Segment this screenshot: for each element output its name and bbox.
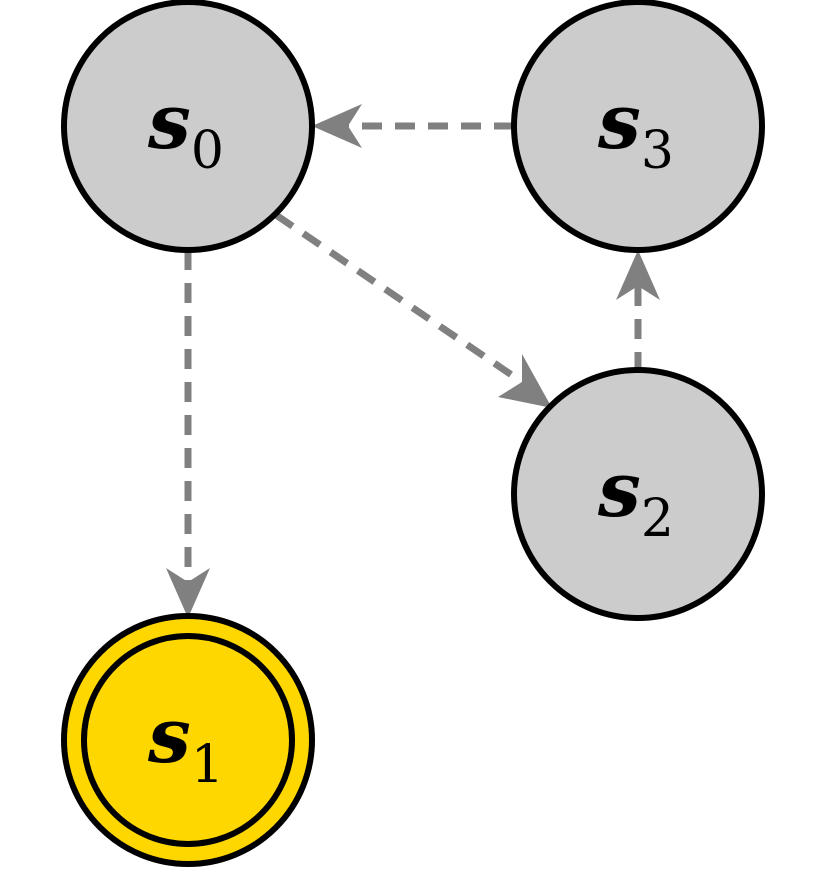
state-s2-subscript: 2 xyxy=(641,489,674,549)
state-s3-label: s3 xyxy=(597,77,674,181)
state-s2-letter: s xyxy=(597,445,641,534)
state-s3-subscript: 3 xyxy=(641,121,674,181)
state-s3-letter: s xyxy=(597,77,641,166)
state-s1-outer-circle xyxy=(61,613,315,867)
edge-s0-s2 xyxy=(274,212,524,385)
arrowhead-s0-s2 xyxy=(498,354,552,408)
state-s3-circle xyxy=(511,0,765,253)
state-s0: s0 xyxy=(61,0,315,253)
state-s3: s3 xyxy=(511,0,765,253)
state-s1-subscript: 1 xyxy=(191,735,224,795)
state-s2-circle xyxy=(511,367,765,621)
state-s2-label: s2 xyxy=(597,445,674,549)
state-s2: s2 xyxy=(511,367,765,621)
state-s0-subscript: 0 xyxy=(191,121,224,181)
edges xyxy=(166,104,660,618)
arrowhead-s2-s3 xyxy=(616,250,660,300)
state-s0-circle xyxy=(61,0,315,253)
state-s1: s1 xyxy=(61,613,315,867)
state-s0-letter: s xyxy=(147,77,191,166)
state-s1-label: s1 xyxy=(147,691,224,795)
state-s0-label: s0 xyxy=(147,77,224,181)
arrowhead-s0-s1 xyxy=(166,568,210,618)
state-s1-accept-ring xyxy=(81,633,295,847)
arrowhead-s3-s0 xyxy=(312,104,362,148)
state-s1-letter: s xyxy=(147,691,191,780)
